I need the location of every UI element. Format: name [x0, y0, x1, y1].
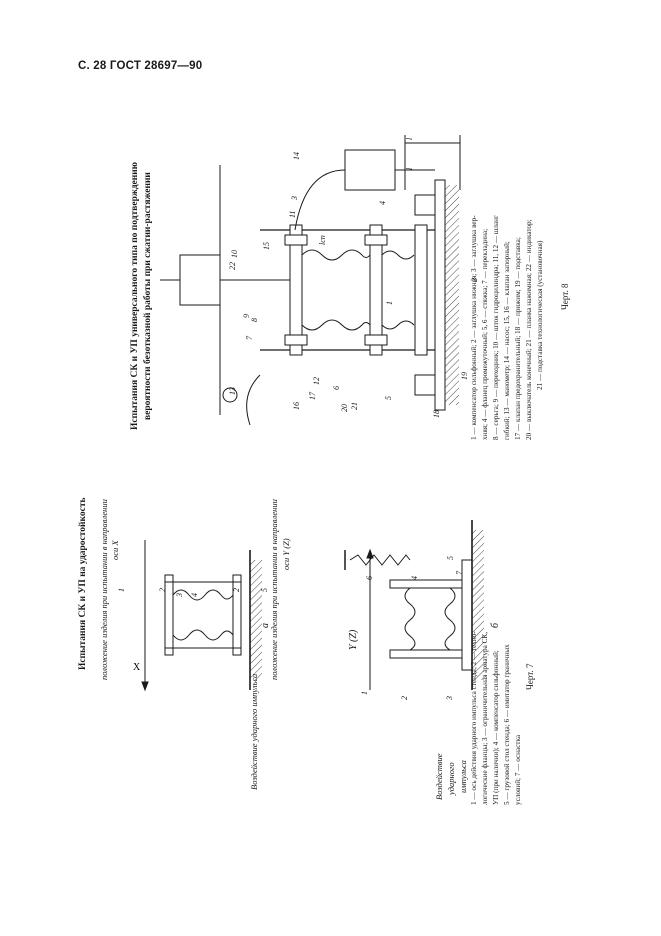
fig8-title-line2: вероятности безотказной работы при сжати… [143, 172, 153, 420]
fig7b-sub-line1: положение изделия при испытании в направ… [269, 499, 279, 680]
fig8-label-13: 13 [228, 387, 237, 395]
fig8-label-14: 14 [292, 152, 301, 160]
fig7-title: Испытания СК и УП на ударостойкость [78, 497, 88, 670]
fig8-legend-2: хняя; 4 — фланец промежуточный; 5, 6 — с… [481, 228, 489, 440]
fig8-dim-l2: l [405, 137, 414, 140]
fig7a-label-2b: 2 [232, 588, 241, 592]
fig7b-label-5: 5 [446, 556, 455, 560]
fig8-legend-1: 1 — компенсатор сильфонный; 2 — заглушка… [470, 215, 478, 440]
fig7b-sub-line2: оси Y (Z) [281, 538, 291, 570]
fig7a-label-1: 1 [117, 588, 126, 592]
fig8-dim-lsp: lсп [318, 235, 327, 245]
fig7a-drawing: X [133, 540, 262, 692]
fig8-legend-5: 17 — клапан предохранительный; 18 — приж… [514, 237, 522, 440]
fig8-label-7: 7 [245, 336, 254, 340]
fig7a-label-2: 2 [158, 588, 167, 592]
fig8-drawing [160, 135, 461, 426]
fig7b-label-6: 6 [365, 576, 374, 580]
fig8-legend-4: гибкий; 13 — манометр; 14 — насос; 15, 1… [503, 241, 511, 440]
fig7-legend-5: условий; 7 — оснастка [514, 734, 522, 805]
fig7b-label-1: 1 [360, 691, 369, 695]
fig7b-label-2: 2 [400, 696, 409, 700]
fig8-label-15: 15 [262, 242, 271, 250]
fig7b-label-7: 7 [455, 571, 464, 575]
fig7a-impact: Воздействие ударного импульса [249, 673, 259, 790]
fig7b-label-3: 3 [445, 696, 454, 700]
page-header: С. 28 ГОСТ 28697—90 [78, 60, 203, 72]
fig8-label-5: 5 [384, 396, 393, 400]
fig8-label-16: 16 [292, 402, 301, 410]
fig8-label-22: 22 [228, 262, 237, 270]
fig7a-label-5: 5 [260, 588, 269, 592]
fig8-legend-6: 20 — выключатель конечный; 21 — планка н… [525, 219, 533, 440]
fig8-label-8: 8 [250, 318, 259, 322]
fig7b-impact-line1: Воздействие [434, 753, 444, 800]
fig8-label-3: 3 [290, 196, 299, 200]
fig7-legend-3: УП (при наличии); 4 — компенсатор сильфо… [492, 650, 500, 805]
fig7b-axis-yz: Y (Z) [348, 629, 359, 650]
fig7-legend-2: логические фланцы; 3 — ограничительная а… [481, 631, 489, 805]
fig8-label-18: 18 [432, 410, 441, 418]
fig8-label-21: 21 [350, 402, 359, 410]
fig7b-impact-line3: импульса [458, 760, 468, 793]
fig8-label-6: 6 [332, 386, 341, 390]
fig7b-drawing [344, 520, 484, 690]
fig7a-axis-x: X [133, 662, 141, 673]
fig8-title-line1: Испытания СК и УП универсального типа по… [130, 162, 140, 430]
fig7b-label-4: 4 [410, 576, 419, 580]
fig8-label-11: 11 [288, 210, 297, 218]
fig8-label-19: 19 [460, 372, 469, 380]
fig8-legend-3: 8 — серьга; 9 — переходник; 10 — шток ги… [492, 215, 500, 440]
fig8-caption: Черт. 8 [560, 283, 570, 310]
fig7-legend-4: 5 — грузовой стол стенда; 6 — имитатор г… [503, 644, 511, 805]
fig7b-panel-label: б [490, 622, 501, 628]
fig8-label-10: 10 [230, 250, 239, 258]
fig8-label-1: 1 [385, 301, 394, 305]
fig8-label-12: 12 [312, 377, 321, 385]
fig8-label-20: 20 [340, 404, 349, 412]
fig8-label-4: 4 [378, 201, 387, 205]
fig8-label-17: 17 [308, 392, 317, 400]
fig8-legend-7: 21 — подставка технологическая (установо… [536, 240, 544, 390]
fig7b-impact-line2: ударного [446, 762, 456, 795]
fig7a-label-4: 4 [190, 593, 199, 597]
fig7-caption: Черт. 7 [525, 663, 535, 690]
fig8-dim-l1: l [405, 167, 414, 170]
fig7a-label-3: 3 [175, 593, 184, 597]
fig7-legend-1: 1 — ось действия ударного импульса стенд… [470, 631, 478, 805]
